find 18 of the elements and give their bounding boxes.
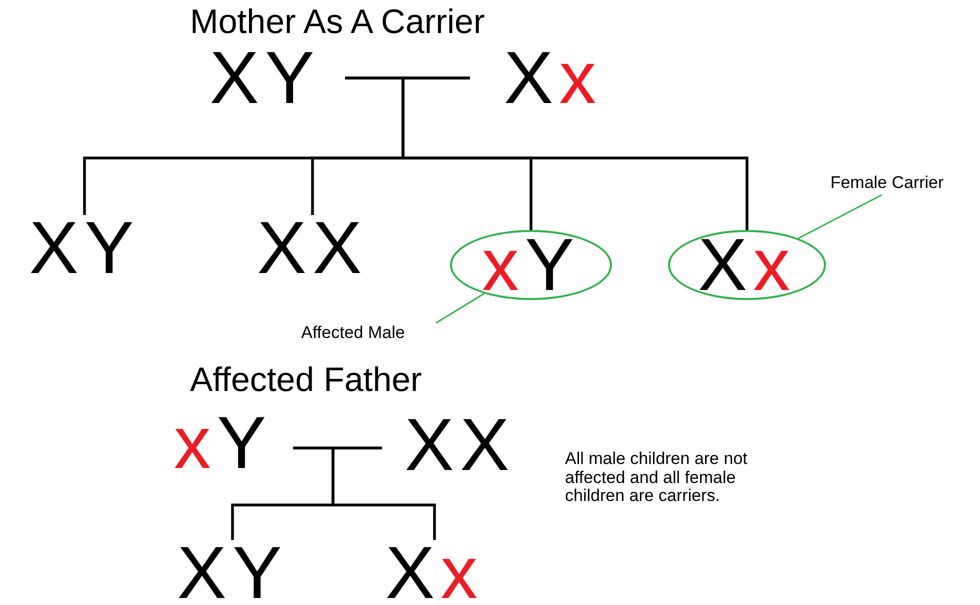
callout-text: Affected Male	[270, 321, 436, 345]
genotype-label: XX	[240, 215, 385, 281]
leader-line	[798, 194, 882, 240]
genotype-label: XY	[12, 215, 157, 281]
genotype-label: xY	[158, 410, 288, 476]
leader-line	[436, 292, 485, 324]
genotype-label: XY	[190, 45, 340, 111]
callout-text: Female Carrier	[797, 171, 977, 195]
genotype-label: XY	[160, 540, 305, 605]
heading: Mother As A Carrier	[190, 4, 486, 42]
circled-genotype: xY	[450, 230, 612, 300]
heading: Affected Father	[190, 362, 423, 400]
genotype-label: Xx	[372, 540, 497, 605]
note-text: All male children are not affected and all female children are carriers.	[565, 450, 748, 506]
circled-genotype: Xx	[668, 230, 826, 300]
genotype-label: Xx	[478, 45, 628, 111]
genotype-label: XX	[390, 412, 530, 478]
pedigree-line	[332, 446, 436, 540]
